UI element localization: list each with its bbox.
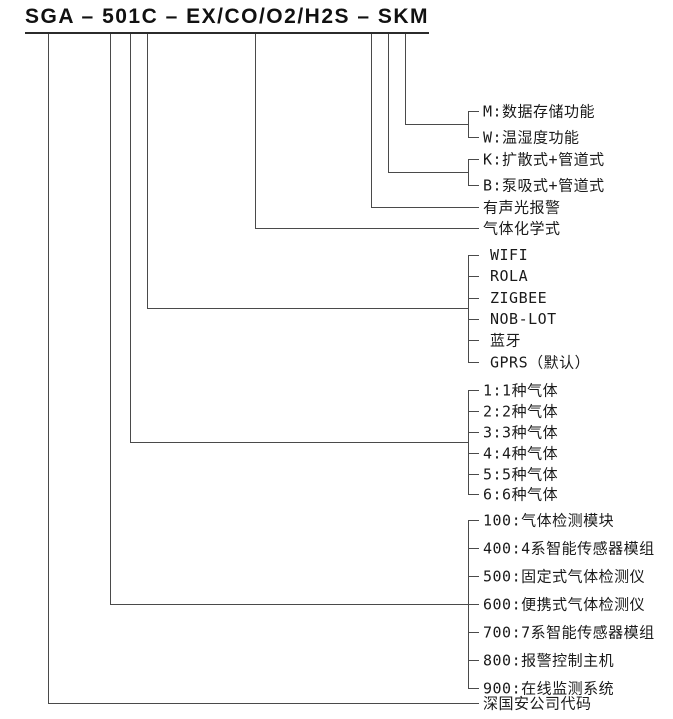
model-code-title: SGA – 501C – EX/CO/O2/H2S – SKM	[25, 5, 430, 34]
connector-chemical-vertical	[255, 34, 256, 228]
connector-alarm-horizontal	[371, 207, 479, 208]
bracket-sampling-group	[468, 159, 469, 185]
label-chemical: 气体化学式	[483, 219, 561, 238]
bracket-tick	[468, 137, 479, 138]
label-company-code: 深国安公司代码	[483, 694, 592, 713]
label-series-100: 100:气体检测模块	[483, 511, 615, 530]
bracket-tick	[468, 453, 479, 454]
connector-series-horizontal	[110, 604, 468, 605]
connector-sampling-horizontal	[388, 172, 468, 173]
connector-storage-horizontal	[405, 124, 468, 125]
connector-storage-vertical	[405, 34, 406, 124]
connector-series-vertical	[110, 34, 111, 604]
label-gascount-4: 4:4种气体	[483, 444, 559, 463]
bracket-tick	[468, 474, 479, 475]
label-alarm: 有声光报警	[483, 198, 561, 217]
bracket-tick	[468, 632, 479, 633]
connector-comm-vertical	[147, 34, 148, 308]
label-series-900: 900:在线监测系统	[483, 679, 615, 698]
bracket-tick	[468, 298, 479, 299]
bracket-tick	[468, 159, 479, 160]
bracket-tick	[468, 520, 479, 521]
connector-gascount-horizontal	[130, 442, 468, 443]
connector-chemical-horizontal	[255, 228, 479, 229]
label-gascount-3: 3:3种气体	[483, 423, 559, 442]
bracket-gascount-group	[468, 390, 469, 494]
label-comm-nbiot: NOB-LOT	[490, 310, 557, 328]
label-series-800: 800:报警控制主机	[483, 651, 615, 670]
connector-company-horizontal	[48, 703, 479, 704]
label-gascount-2: 2:2种气体	[483, 402, 559, 421]
bracket-tick	[468, 255, 479, 256]
label-pump-b: B:泵吸式+管道式	[483, 176, 605, 195]
connector-sampling-vertical	[388, 34, 389, 172]
bracket-tick	[468, 604, 479, 605]
label-series-700: 700:7系智能传感器模组	[483, 623, 655, 642]
connector-company-vertical	[48, 34, 49, 703]
label-series-600: 600:便携式气体检测仪	[483, 595, 646, 614]
bracket-tick	[468, 576, 479, 577]
label-comm-wifi: WIFI	[490, 246, 529, 264]
bracket-tick	[468, 340, 479, 341]
label-gascount-6: 6:6种气体	[483, 485, 559, 504]
label-gascount-5: 5:5种气体	[483, 465, 559, 484]
bracket-tick	[468, 362, 479, 363]
bracket-tick	[468, 185, 479, 186]
label-diffusion-k: K:扩散式+管道式	[483, 150, 605, 169]
bracket-tick	[468, 494, 479, 495]
label-comm-rola: ROLA	[490, 267, 529, 285]
label-series-500: 500:固定式气体检测仪	[483, 567, 646, 586]
connector-gascount-vertical	[130, 34, 131, 442]
label-storage-m: M:数据存储功能	[483, 102, 596, 121]
bracket-tick	[468, 688, 479, 689]
bracket-storage-group	[468, 111, 469, 137]
bracket-comm-group	[468, 255, 469, 362]
label-humidity-w: W:温湿度功能	[483, 128, 580, 147]
connector-alarm-vertical	[371, 34, 372, 207]
bracket-tick	[468, 390, 479, 391]
bracket-tick	[468, 432, 479, 433]
bracket-tick	[468, 111, 479, 112]
label-gascount-1: 1:1种气体	[483, 381, 559, 400]
label-comm-gprs: GPRS（默认）	[490, 353, 591, 372]
bracket-tick	[468, 660, 479, 661]
bracket-tick	[468, 276, 479, 277]
bracket-tick	[468, 548, 479, 549]
connector-comm-horizontal	[147, 308, 468, 309]
bracket-tick	[468, 411, 479, 412]
label-comm-bluetooth: 蓝牙	[490, 331, 522, 350]
label-series-400: 400:4系智能传感器模组	[483, 539, 655, 558]
label-comm-zigbee: ZIGBEE	[490, 289, 548, 307]
bracket-tick	[468, 319, 479, 320]
